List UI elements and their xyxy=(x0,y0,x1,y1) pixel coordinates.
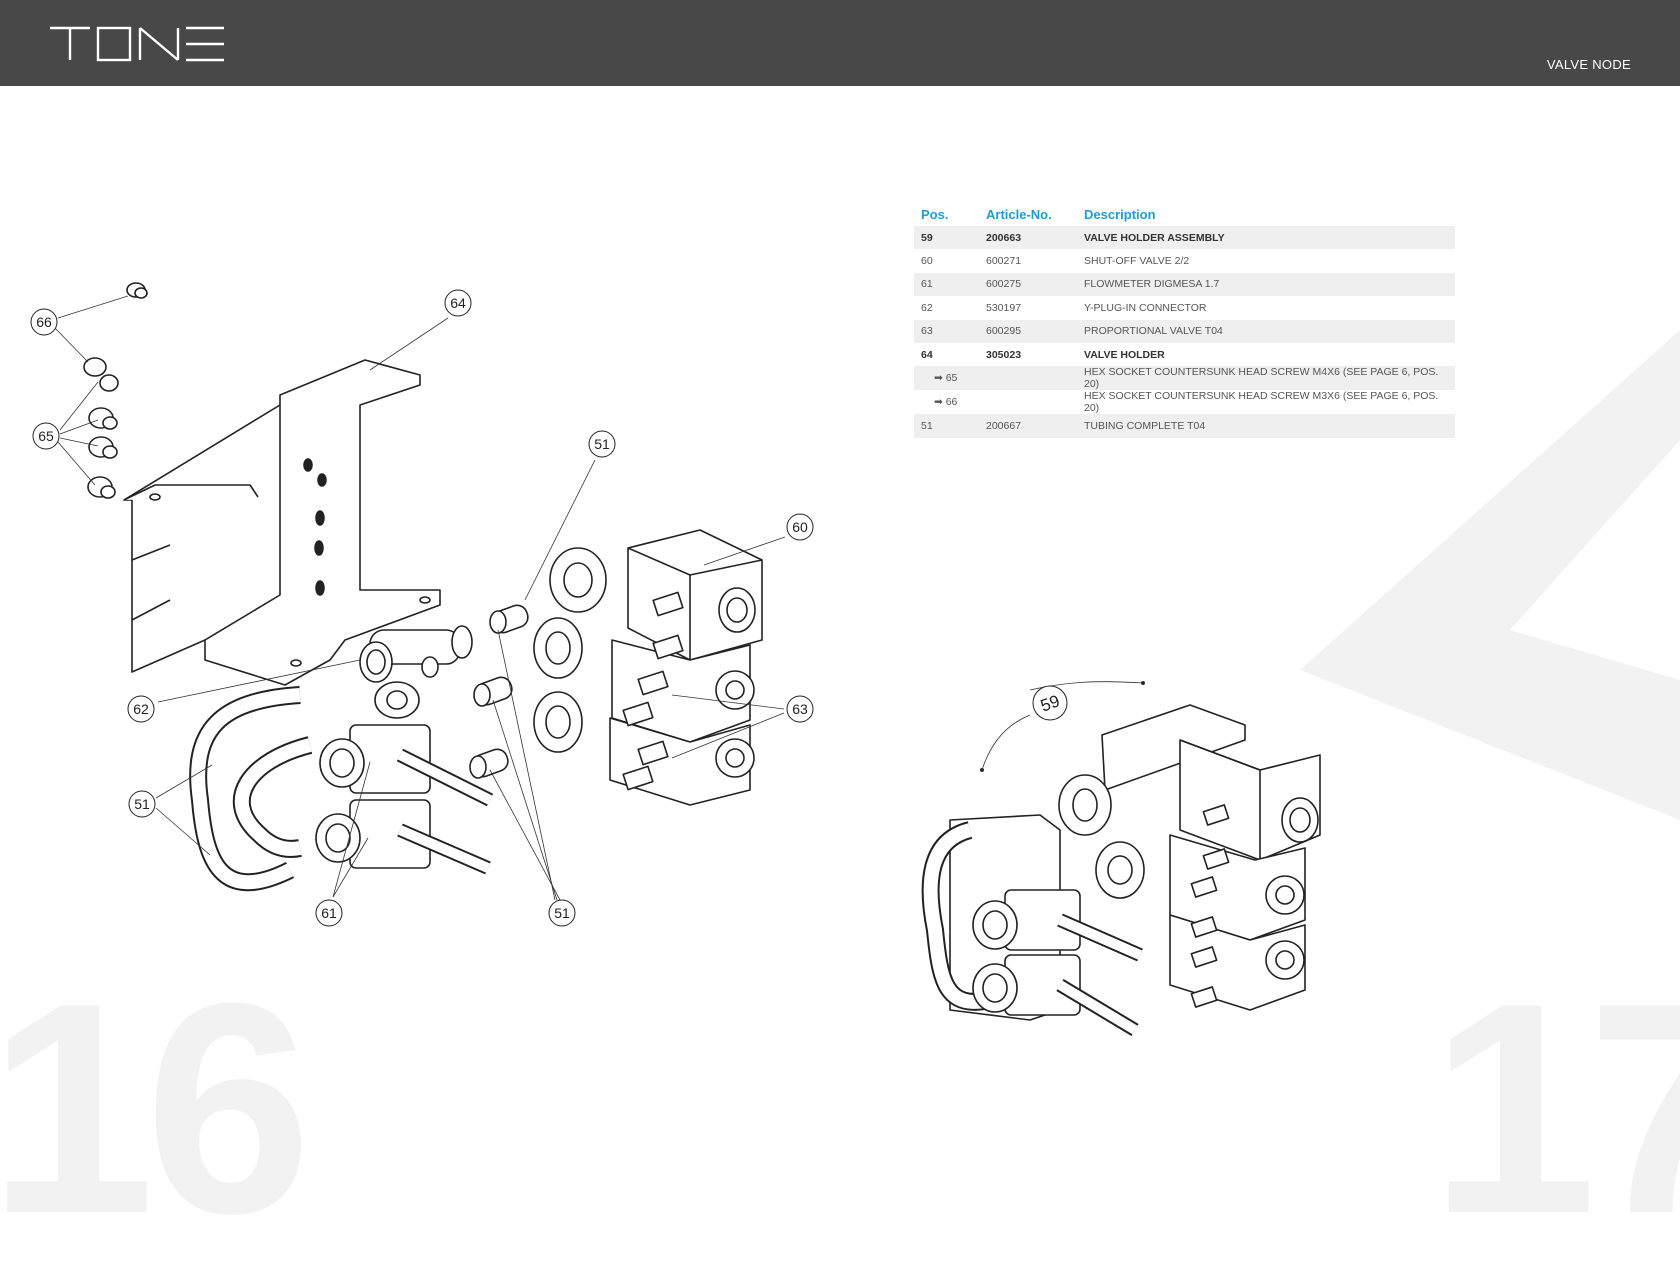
screws-group xyxy=(83,282,148,499)
callout-60: 60 xyxy=(792,519,808,535)
callout-63: 63 xyxy=(792,701,808,717)
callout-circle-60 xyxy=(786,513,814,541)
callout-circle-51a xyxy=(128,790,156,818)
callout-circle-51c xyxy=(548,899,576,927)
callout-circle-62 xyxy=(127,695,155,723)
header-pos: Pos. xyxy=(921,207,949,222)
section-title: VALVE NODE xyxy=(1546,57,1631,72)
callout-circle-59 xyxy=(1032,685,1068,721)
callout-51a: 51 xyxy=(134,796,150,812)
callout-circle-63 xyxy=(786,695,814,723)
cell-pos: 59 xyxy=(914,226,979,250)
flowmeters xyxy=(315,724,494,875)
cell-article: 600271 xyxy=(986,255,1022,268)
table-row: 61 600275 FLOWMETER DIGMESA 1.7 xyxy=(914,272,1455,297)
cell-pos: ➡ 66 xyxy=(934,396,958,409)
header-article: Article-No. xyxy=(986,207,1052,222)
callout-circle-51b xyxy=(588,430,616,458)
table-row: 60 600271 SHUT-OFF VALVE 2/2 xyxy=(914,249,1455,272)
table-row: 51 200667 TUBING COMPLETE T04 xyxy=(914,414,1455,438)
valve-holder-bracket xyxy=(123,359,441,686)
tubing xyxy=(189,604,529,892)
callout-64: 64 xyxy=(450,295,466,311)
callout-62: 62 xyxy=(133,701,149,717)
callout-51b: 51 xyxy=(594,436,610,452)
parts-table: Pos. Article-No. Description 59 200663 V… xyxy=(914,205,1455,438)
callout-51c: 51 xyxy=(554,905,570,921)
exploded-view-drawing: 66 65 64 62 51 51 51 61 60 63 59 xyxy=(30,282,1321,1037)
cell-description: VALVE HOLDER ASSEMBLY xyxy=(1077,226,1455,250)
cell-description: SHUT-OFF VALVE 2/2 xyxy=(1084,255,1190,268)
leader-lines xyxy=(54,295,1146,901)
cell-description: Y-PLUG-IN CONNECTOR xyxy=(1084,301,1207,314)
table-header-row: Pos. Article-No. Description xyxy=(914,205,1455,226)
cell-description: VALVE HOLDER xyxy=(1084,348,1165,361)
table-row: 63 600295 PROPORTIONAL VALVE T04 xyxy=(914,319,1455,343)
callout-circle-65 xyxy=(32,422,60,450)
table-row: 59 200663 VALVE HOLDER ASSEMBLY xyxy=(914,226,1455,250)
cell-description: HEX SOCKET COUNTERSUNK HEAD SCREW M4X6 (… xyxy=(1077,366,1455,391)
cell-article: 600295 xyxy=(979,319,1077,343)
callout-circle-61 xyxy=(315,899,343,927)
callout-circle-64 xyxy=(444,289,472,317)
table-row: 64 305023 VALVE HOLDER xyxy=(914,343,1455,366)
cell-pos: 63 xyxy=(914,319,979,343)
cell-pos: ➡ 65 xyxy=(914,366,979,391)
cell-article: 530197 xyxy=(986,301,1022,314)
cell-description: PROPORTIONAL VALVE T04 xyxy=(1077,319,1455,343)
callout-circle-66 xyxy=(30,308,58,336)
cell-article: 200667 xyxy=(979,414,1077,438)
cell-article: 200663 xyxy=(979,226,1077,250)
brand-logo xyxy=(50,26,224,62)
table-row: ➡ 65 HEX SOCKET COUNTERSUNK HEAD SCREW M… xyxy=(914,366,1455,391)
callouts xyxy=(30,289,1068,927)
cell-description: TUBING COMPLETE T04 xyxy=(1077,414,1455,438)
cell-description: FLOWMETER DIGMESA 1.7 xyxy=(1077,272,1455,297)
cell-pos: 62 xyxy=(921,301,933,314)
background-chevron xyxy=(1300,330,1680,820)
valve-stack xyxy=(533,529,763,806)
y-connector xyxy=(359,625,473,719)
callout-61: 61 xyxy=(321,905,337,921)
cell-pos: 60 xyxy=(921,255,933,268)
cell-article xyxy=(979,366,1077,391)
assembled-view xyxy=(921,704,1321,1037)
callout-66: 66 xyxy=(36,314,52,330)
cell-pos: 51 xyxy=(914,414,979,438)
header-description: Description xyxy=(1084,207,1156,222)
cell-pos: 61 xyxy=(914,272,979,297)
cell-article: 305023 xyxy=(986,348,1022,361)
cell-article: 600275 xyxy=(979,272,1077,297)
cell-pos: 64 xyxy=(921,348,933,361)
table-row: ➡ 66 HEX SOCKET COUNTERSUNK HEAD SCREW M… xyxy=(914,390,1455,414)
callout-65: 65 xyxy=(38,428,54,444)
table-row: 62 530197 Y-PLUG-IN CONNECTOR xyxy=(914,296,1455,319)
header-bar: VALVE NODE xyxy=(0,0,1680,86)
cell-description: HEX SOCKET COUNTERSUNK HEAD SCREW M3X6 (… xyxy=(1084,390,1439,415)
